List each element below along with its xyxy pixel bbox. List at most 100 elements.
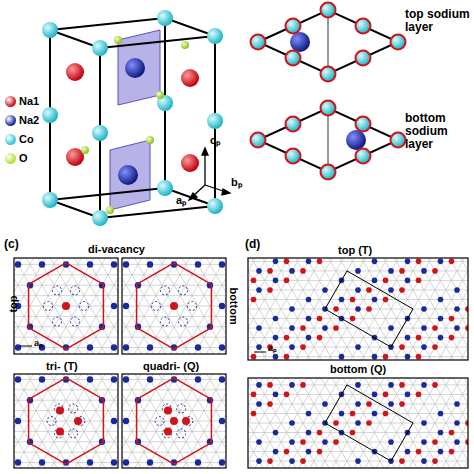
na1-site	[284, 259, 290, 265]
figure-label: top (T)	[338, 244, 372, 256]
shape	[207, 374, 226, 468]
na1-site	[383, 354, 389, 360]
shape	[14, 258, 21, 354]
na2-site	[39, 261, 45, 267]
shape	[179, 286, 188, 295]
co-atom	[321, 67, 336, 82]
shape	[171, 374, 226, 468]
na2-site	[339, 411, 345, 417]
na1-site	[366, 401, 372, 407]
layer-outline	[258, 108, 398, 172]
shape	[436, 258, 468, 360]
shape	[147, 374, 226, 468]
na1-site	[284, 278, 290, 284]
shape	[123, 258, 226, 354]
na1-site	[284, 354, 290, 360]
na1-site	[432, 325, 438, 331]
shape	[99, 374, 118, 468]
lattice	[122, 258, 226, 354]
shape	[47, 417, 56, 426]
shape	[27, 374, 118, 468]
na2-site	[289, 344, 295, 350]
shape	[248, 356, 468, 357]
co-atom	[251, 35, 266, 50]
na2-site	[322, 401, 328, 407]
na2-site	[438, 316, 444, 322]
na1-site	[251, 392, 257, 398]
shape	[447, 378, 468, 468]
layer-outline	[258, 10, 398, 74]
na2-site	[454, 325, 460, 331]
na2-site	[438, 259, 444, 265]
shape	[177, 404, 186, 413]
na2-site	[372, 259, 378, 265]
na2-site	[438, 297, 444, 303]
na1-site	[416, 449, 422, 455]
na1-site	[383, 411, 389, 417]
na1-site	[267, 268, 273, 274]
shape	[39, 374, 118, 468]
shape	[282, 258, 455, 360]
shape	[99, 374, 118, 468]
na1-site	[164, 427, 172, 435]
na2-site	[289, 420, 295, 426]
na1-site	[449, 335, 455, 341]
na2-site	[421, 458, 427, 464]
legend-swatch	[5, 115, 16, 126]
shape	[425, 378, 468, 468]
shape	[14, 452, 118, 453]
na2-site	[256, 344, 262, 350]
shape	[122, 452, 226, 453]
na1-site	[350, 297, 356, 303]
na2-site	[147, 261, 153, 267]
na1-site	[399, 344, 405, 350]
shape	[271, 258, 444, 360]
shape	[447, 378, 468, 468]
shape	[135, 258, 226, 354]
shape	[436, 258, 468, 360]
co-atom	[356, 19, 371, 34]
na2-site	[355, 458, 361, 464]
shape	[359, 378, 468, 468]
na1-site	[170, 417, 178, 425]
shape	[39, 258, 118, 354]
shape	[370, 378, 468, 468]
na2-site	[15, 376, 21, 382]
na1-site	[62, 302, 70, 310]
na1-site	[182, 417, 190, 425]
shape	[392, 378, 468, 468]
na2-site	[219, 303, 225, 309]
na2-site	[421, 325, 427, 331]
shape	[14, 337, 118, 338]
na2-site	[256, 325, 262, 331]
shape	[122, 258, 129, 354]
shape	[53, 317, 62, 326]
na1-site	[300, 439, 306, 445]
plot-frame	[14, 258, 118, 354]
shape	[458, 258, 468, 360]
shape	[370, 258, 468, 360]
shape	[123, 374, 226, 468]
shape	[392, 258, 468, 360]
shape	[171, 374, 226, 468]
shape	[14, 258, 118, 354]
shape	[325, 271, 413, 347]
shape	[122, 258, 129, 354]
na1-site	[267, 401, 273, 407]
na2-site	[219, 418, 225, 424]
na2-site	[454, 287, 460, 293]
na2-site	[421, 420, 427, 426]
shape	[293, 258, 466, 360]
na2-site	[355, 382, 361, 388]
na2-site	[289, 458, 295, 464]
na1-site	[300, 325, 306, 331]
na2-site	[339, 354, 345, 360]
vacancy-plots	[0, 98, 474, 474]
na2-site	[339, 297, 345, 303]
shape	[111, 374, 118, 468]
shape	[248, 261, 468, 262]
na2-site	[111, 418, 117, 424]
shape	[14, 274, 118, 275]
na2-site	[256, 268, 262, 274]
shape	[122, 258, 226, 354]
